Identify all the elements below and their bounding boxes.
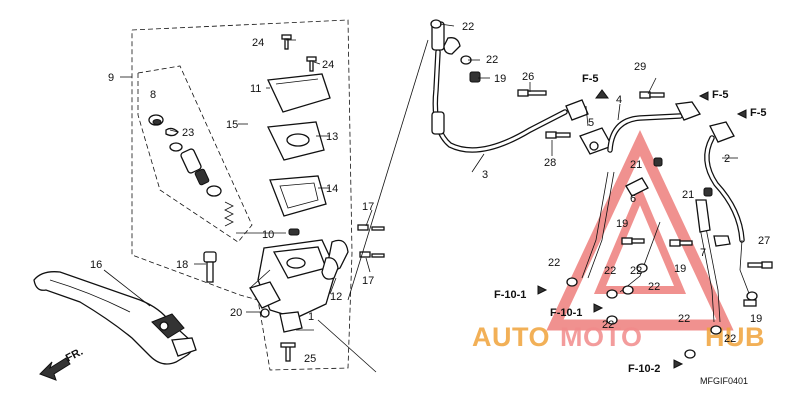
watermark-triangle-inner	[593, 184, 687, 294]
callout-22-top: 22	[462, 21, 474, 33]
callout-15: 15	[226, 119, 238, 131]
brake-pipes	[581, 171, 751, 323]
callout-22-low-right: 22	[678, 313, 690, 325]
callout-22-bottom: 22	[724, 333, 736, 345]
screw-24-top	[281, 34, 292, 50]
piston-kit-parts	[148, 114, 234, 227]
upper-brake-hose-3	[431, 21, 568, 153]
reservoir-cover-parts	[267, 34, 331, 217]
callout-25: 25	[304, 353, 316, 365]
watermark-word-a: AUTO	[472, 322, 550, 352]
callout-27: 27	[758, 235, 770, 247]
callout-17-upper: 17	[362, 201, 374, 213]
three-way-joint-5	[565, 99, 613, 155]
callout-8: 8	[150, 89, 156, 101]
callout-22-low: 22	[602, 319, 614, 331]
callout-16: 16	[90, 259, 102, 271]
callout-22-second: 22	[486, 54, 498, 66]
callout-4: 4	[616, 94, 622, 106]
watermark-triangle	[546, 130, 734, 331]
bolts-17	[357, 224, 385, 258]
callout-numbers: 1 2 3 4 5 6 7 8 9 10 11 12 13 14 15 16 1…	[90, 21, 770, 365]
callout-26: 26	[522, 71, 534, 83]
front-direction-label: FR.	[64, 346, 85, 365]
callout-10: 10	[262, 229, 274, 241]
master-cylinder-body	[249, 228, 337, 362]
callout-29: 29	[634, 61, 646, 73]
master-cylinder-assembly-frame	[120, 19, 353, 371]
callout-6: 6	[630, 193, 636, 205]
brake-hose-4	[607, 101, 701, 153]
callout-19-far-right: 19	[750, 313, 762, 325]
callout-23: 23	[182, 127, 194, 139]
callout-19-right: 19	[674, 263, 686, 275]
callout-18: 18	[176, 259, 188, 271]
reference-labels: F-5 F-5 F-5 F-10-1 F-10-1 F-10-2	[494, 73, 767, 375]
ref-f10-1-center: F-10-1	[550, 307, 582, 319]
callout-13: 13	[326, 131, 338, 143]
callout-22-mid: 22	[630, 265, 642, 277]
brake-hose-2	[704, 121, 745, 243]
callout-3: 3	[482, 169, 488, 181]
front-direction-arrow: FR.	[39, 346, 85, 381]
watermark-text: AUTO MOTO HUB	[472, 322, 765, 352]
callout-11: 11	[250, 83, 261, 95]
callout-24-top: 24	[252, 37, 264, 49]
leader-body-to-banjo	[317, 319, 377, 373]
ref-f10-1-left: F-10-1	[494, 289, 526, 301]
callout-22-mid-right: 22	[648, 281, 660, 293]
callout-21-right: 21	[682, 189, 694, 201]
pipe-clamps	[625, 177, 731, 247]
watermark	[546, 130, 734, 331]
ref-f5-hose-4: F-5	[712, 89, 729, 101]
ref-f5-upper-joint: F-5	[582, 73, 599, 85]
callout-9: 9	[108, 72, 114, 84]
diagram-code: MFGIF0401	[700, 376, 748, 386]
callout-20: 20	[230, 307, 242, 319]
brake-lever-16	[33, 271, 197, 365]
callout-7: 7	[700, 247, 706, 259]
callout-5: 5	[588, 117, 594, 129]
callout-2: 2	[724, 153, 730, 165]
ref-f10-2: F-10-2	[628, 363, 660, 375]
callout-14: 14	[326, 183, 338, 195]
callout-28: 28	[544, 157, 556, 169]
callout-24-right: 24	[322, 59, 334, 71]
leader-assembly-to-hose	[347, 39, 429, 301]
screw-24-right	[306, 56, 317, 72]
bolts-and-washers	[430, 19, 773, 359]
watermark-word-b: MOTO	[560, 322, 643, 352]
callout-21-left: 21	[630, 159, 642, 171]
callout-17-lower: 17	[362, 275, 374, 287]
pivot-bolt-18	[203, 251, 217, 283]
callout-22-mid-left: 22	[604, 265, 616, 277]
callout-22-left: 22	[548, 257, 560, 269]
leader-lines	[103, 23, 738, 331]
callout-12: 12	[330, 291, 342, 303]
callout-19-center: 19	[616, 218, 628, 230]
callout-19-top: 19	[494, 73, 506, 85]
callout-1: 1	[308, 311, 314, 323]
holder-12	[321, 239, 349, 280]
ref-f5-hose-2: F-5	[750, 107, 767, 119]
